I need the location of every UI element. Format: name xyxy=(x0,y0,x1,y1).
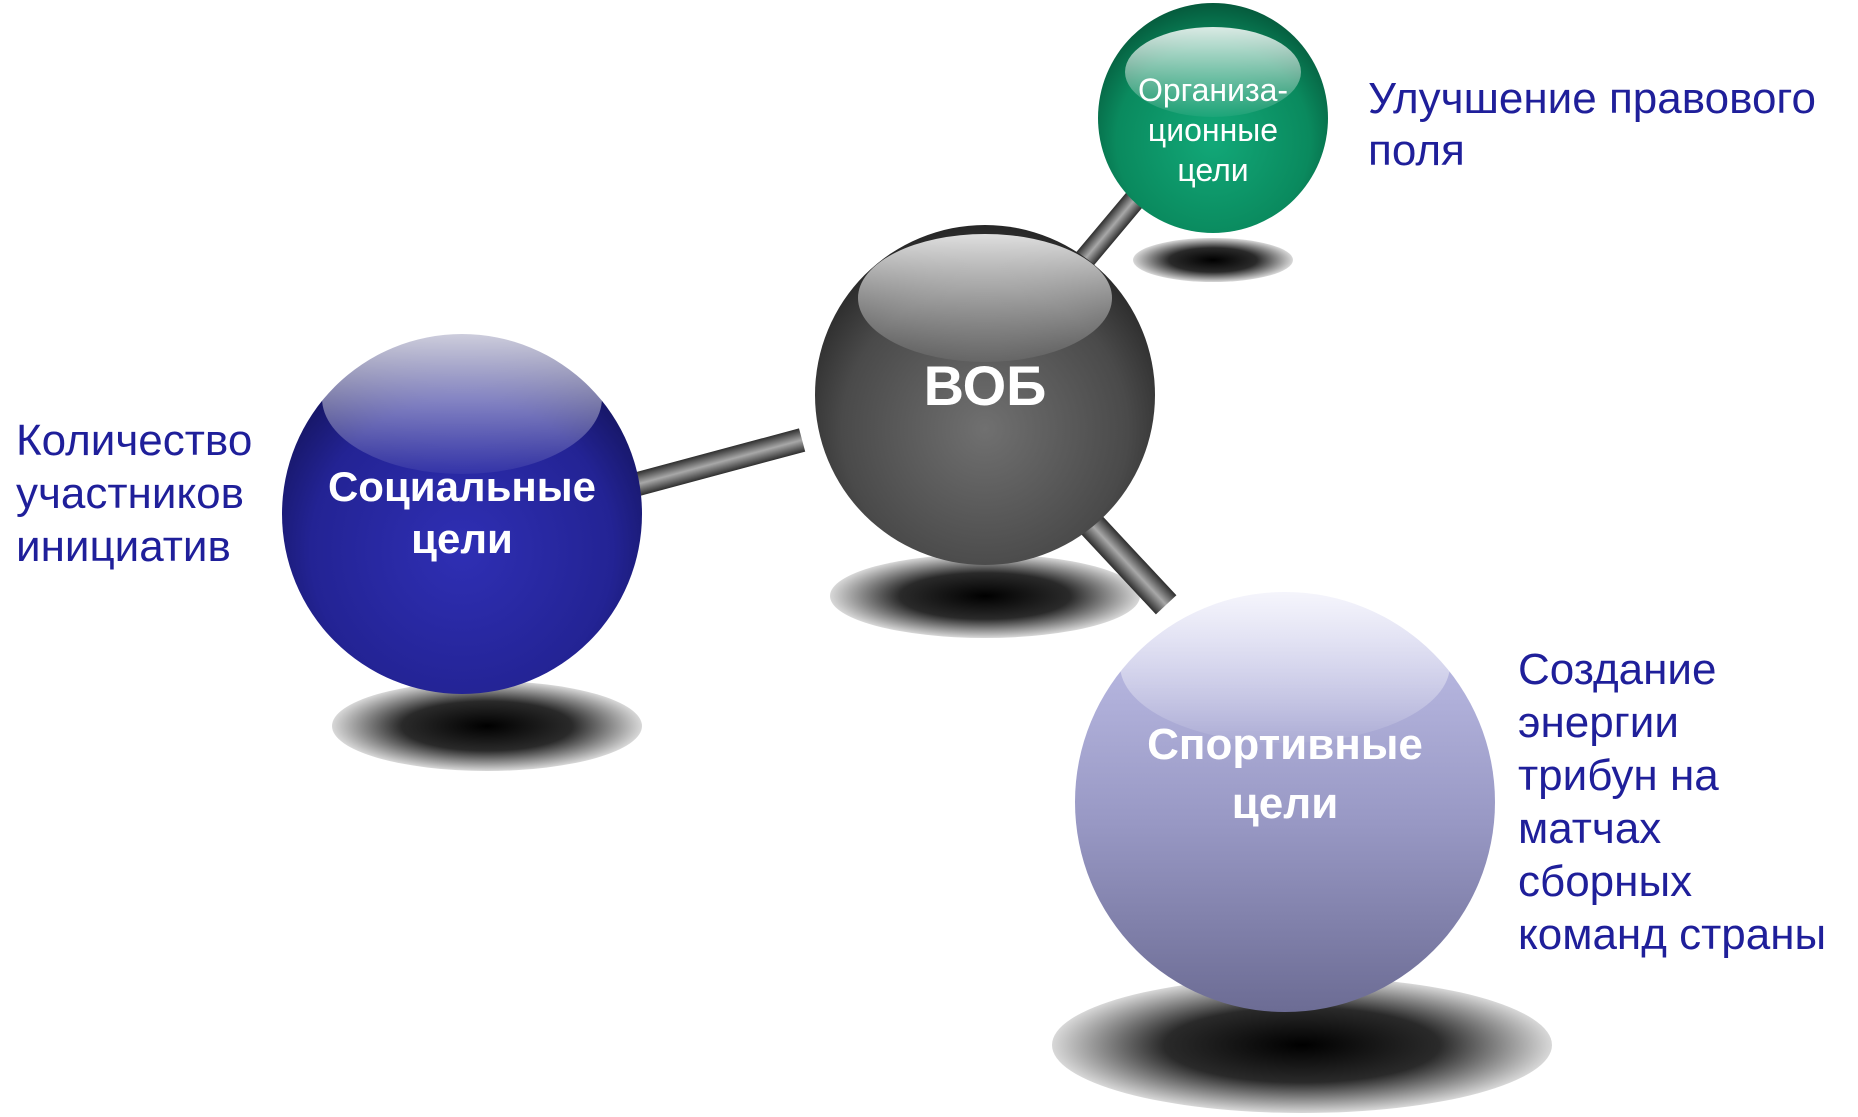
annotation-sports-line-1: Создание xyxy=(1518,645,1716,694)
annotation-social-line-3: инициатив xyxy=(16,522,231,571)
shadow-sports xyxy=(1052,977,1552,1113)
node-social-label-line-1: Социальные xyxy=(328,463,596,510)
annotation-social-line-1: Количество xyxy=(16,416,252,465)
annotation-sports-line-3: трибун на xyxy=(1518,751,1719,800)
node-organizational-label-line-1: Организа- xyxy=(1138,72,1288,108)
node-sports-label-line-2: цели xyxy=(1232,779,1339,828)
annotation-sports: Создание энергии трибун на матчах сборны… xyxy=(1518,645,1826,959)
node-organizational: Организа- ционные цели xyxy=(1098,3,1328,233)
annotation-sports-line-2: энергии xyxy=(1518,698,1679,747)
node-sports-label-line-1: Спортивные xyxy=(1147,720,1423,769)
node-organizational-label-line-3: цели xyxy=(1177,152,1248,188)
gloss-sports xyxy=(1120,587,1450,743)
node-social: Социальные цели xyxy=(282,322,642,694)
gloss-center xyxy=(858,234,1112,362)
node-center: ВОБ xyxy=(815,225,1155,565)
annotation-organizational-line-2: поля xyxy=(1368,126,1465,175)
shadow-center xyxy=(830,554,1140,638)
connector-center-social xyxy=(634,428,806,496)
annotation-social: Количество участников инициатив xyxy=(16,416,252,571)
annotation-organizational: Улучшение правового поля xyxy=(1368,74,1816,175)
node-sports: Спортивные цели xyxy=(1075,587,1495,1012)
shadow-organizational xyxy=(1133,238,1293,282)
annotation-social-line-2: участников xyxy=(16,469,244,518)
annotation-organizational-line-1: Улучшение правового xyxy=(1368,74,1816,123)
gloss-social xyxy=(322,322,602,474)
annotation-sports-line-4: матчах xyxy=(1518,804,1661,853)
node-organizational-label-line-2: ционные xyxy=(1148,112,1278,148)
gloss-organizational xyxy=(1125,27,1301,117)
node-center-label: ВОБ xyxy=(924,354,1047,417)
node-social-label-line-2: цели xyxy=(411,515,513,562)
annotation-sports-line-6: команд страны xyxy=(1518,910,1826,959)
shadow-social xyxy=(332,681,642,771)
annotation-sports-line-5: сборных xyxy=(1518,857,1692,906)
